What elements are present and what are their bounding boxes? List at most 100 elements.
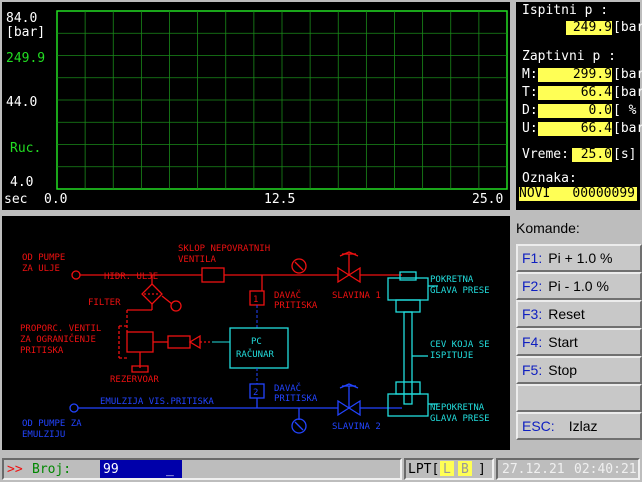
status-panel: Ispitni p : 249.9 [bar] Zaptivni p : M: … — [516, 2, 642, 210]
row-u-unit: [bar] — [613, 121, 642, 136]
davac-2-number: 2 — [253, 388, 258, 398]
pressure-chart: 84.0 [bar] 249.9 44.0 Ruc. 4.0 sec 0.0 1… — [2, 2, 510, 210]
lpt-b-indicator — [458, 461, 472, 476]
mode-label: Ruc. — [10, 141, 42, 156]
row-d-value: 0.0 — [538, 104, 612, 118]
date-text: 27.12.21 — [502, 462, 565, 477]
label-od-pumpe-emulzija-2: EMULZIJU — [22, 430, 65, 440]
f2-pi-minus-button[interactable]: F2: Pi - 1.0 % — [516, 272, 642, 300]
lpt-indicator: LPT[ L B ] — [404, 458, 494, 480]
command-key: F4: — [522, 334, 543, 350]
command-key: F5: — [522, 362, 543, 378]
lpt-b-label: B — [461, 462, 469, 477]
input-area: >> Broj: 99 _ — [2, 458, 402, 480]
empty-command-button[interactable] — [516, 384, 642, 412]
row-d-unit: [ % ] — [613, 103, 642, 118]
label-rezervoar: REZERVOAR — [110, 375, 159, 385]
vreme-unit: [s] — [613, 147, 637, 162]
broj-input[interactable]: 99 _ — [100, 460, 182, 478]
command-key: F2: — [522, 278, 543, 294]
check-valve-block-icon — [201, 267, 225, 283]
pressure-gauge-icon — [291, 258, 307, 274]
bottom-status-bar: >> Broj: 99 _ LPT[ L B ] 27.12.21 02:40:… — [0, 456, 642, 482]
zaptivni-pressure-label: Zaptivni p : — [522, 49, 616, 64]
command-key: ESC: — [522, 418, 555, 434]
label-od-pumpe-ulje-1: OD PUMPE — [22, 253, 65, 263]
label-proporc-1: PROPORC. VENTIL — [20, 324, 101, 334]
command-key: F3: — [522, 306, 543, 322]
label-cev-2: ISPITUJE — [430, 351, 473, 361]
label-od-pumpe-ulje-2: ZA ULJE — [22, 264, 60, 274]
pc-box — [229, 327, 289, 369]
esc-exit-button[interactable]: ESC: Izlaz — [516, 412, 642, 440]
ispitni-pressure-label: Ispitni p : — [522, 3, 609, 18]
commands-panel: Komande: F1:Pi + 1.0 % F2: Pi - 1.0 % F3:… — [514, 216, 642, 452]
f5-stop-button[interactable]: F5: Stop — [516, 356, 642, 384]
lpt-close: ] — [478, 462, 486, 477]
row-t-value: 66.4 — [538, 86, 612, 100]
emulsion-gauge-icon — [291, 418, 307, 434]
f1-pi-plus-button[interactable]: F1:Pi + 1.0 % — [516, 244, 642, 272]
vreme-value: 25.0 — [572, 148, 612, 162]
command-label: Reset — [548, 306, 585, 322]
hydraulic-diagram: 1 PC RAČUNAR 2 — [2, 216, 510, 450]
x-tick-label: 0.0 — [44, 192, 68, 207]
oil-pump-inlet-icon — [71, 270, 81, 280]
row-m-key: M: — [522, 67, 538, 82]
label-nepokretna-2: GLAVA PRESE — [430, 414, 490, 424]
label-davac1-2: PRITISKA — [274, 301, 318, 311]
lpt-l-label: L — [443, 462, 451, 477]
row-t-unit: [bar] — [613, 85, 642, 100]
label-davac1-1: DAVAČ — [274, 289, 301, 301]
row-m-unit: [bar] — [613, 67, 642, 82]
label-sklop-1: SKLOP NEPOVRATNIH — [178, 244, 270, 254]
label-sklop-2: VENTILA — [178, 255, 217, 265]
chart-grid — [56, 10, 508, 190]
prompt-symbol: >> — [7, 462, 23, 477]
oznaka-value-box: NOVI 00000099 — [519, 187, 637, 201]
hydraulic-schematic: 1 PC RAČUNAR 2 — [20, 244, 490, 440]
commands-title: Komande: — [516, 220, 580, 236]
label-davac2-2: PRITISKA — [274, 394, 318, 404]
valve-1-icon — [337, 251, 361, 284]
label-emulzija: EMULZIJA VIS.PRITISKA — [100, 397, 214, 407]
f3-reset-button[interactable]: F3: Reset — [516, 300, 642, 328]
emulsion-pump-inlet-icon — [69, 403, 79, 413]
row-m-value: 299.9 — [538, 68, 612, 82]
label-slavina2: SLAVINA 2 — [332, 422, 381, 432]
command-label: Pi - 1.0 % — [548, 278, 609, 294]
time-text: 02:40:21 — [574, 462, 637, 477]
label-slavina1: SLAVINA 1 — [332, 291, 381, 301]
pc-label-2: RAČUNAR — [236, 348, 275, 360]
oznaka-number: 00000099 — [572, 186, 635, 201]
label-filter: FILTER — [88, 298, 121, 308]
label-pokretna-1: POKRETNA — [430, 275, 474, 285]
f4-start-button[interactable]: F4:Start — [516, 328, 642, 356]
label-proporc-2: ZA OGRANIČENJE — [20, 333, 96, 345]
row-u-value: 66.4 — [538, 122, 612, 136]
proportional-valve-icon — [126, 331, 154, 353]
label-cev-1: CEV KOJA SE — [430, 340, 490, 350]
lpt-l-indicator — [440, 461, 454, 476]
broj-value: 99 — [103, 462, 119, 477]
ispitni-pressure-value: 249.9 — [566, 21, 612, 35]
valve-2-icon — [337, 383, 361, 417]
label-hidr-ulje: HIDR. ULJE — [104, 272, 158, 282]
command-label: Izlaz — [568, 418, 598, 434]
y-axis-min-label: 4.0 — [10, 175, 34, 190]
row-u-key: U: — [522, 121, 538, 136]
x-axis-unit-label: sec — [4, 192, 28, 207]
pc-label-1: PC — [251, 337, 262, 347]
label-od-pumpe-emulzija-1: OD PUMPE ZA — [22, 419, 82, 429]
y-axis-unit-label: [bar] — [6, 25, 46, 40]
lpt-label: LPT[ — [408, 462, 440, 477]
label-davac2-1: DAVAČ — [274, 382, 301, 394]
press-and-tube-icon — [387, 271, 438, 417]
reservoir-icon — [131, 365, 149, 373]
command-label: Stop — [548, 362, 578, 378]
command-label: Pi + 1.0 % — [548, 250, 613, 266]
oznaka-name: NOVI — [519, 186, 551, 201]
vreme-label: Vreme: — [522, 147, 569, 162]
label-proporc-3: PRITISKA — [20, 346, 64, 356]
ispitni-pressure-unit: [bar] — [613, 20, 642, 35]
